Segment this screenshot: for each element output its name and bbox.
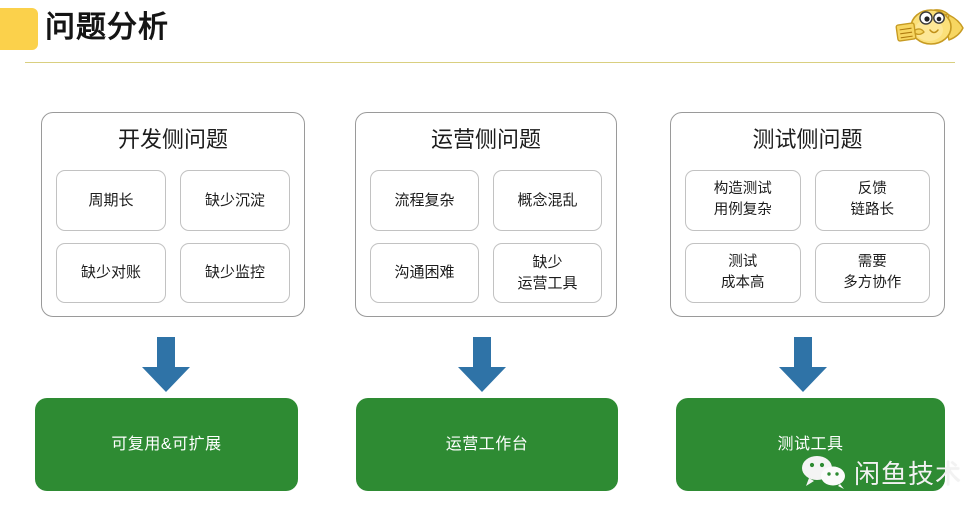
panel-title: 运营侧问题	[430, 127, 541, 152]
problem-chip[interactable]: 反馈 链路长	[814, 170, 930, 231]
title-divider	[25, 62, 955, 63]
solution-label: 可复用&可扩展	[111, 435, 222, 453]
slide-header: 问题分析	[0, 0, 977, 70]
problem-chip[interactable]: 缺少 运营工具	[493, 242, 602, 303]
panel-chip-grid: 周期长 缺少沉淀 缺少对账 缺少监控	[56, 170, 290, 303]
problem-chip[interactable]: 概念混乱	[493, 170, 602, 231]
title-accent-square	[0, 8, 38, 50]
problem-chip[interactable]: 沟通困难	[370, 242, 479, 303]
solution-box-ops-workbench[interactable]: 运营工作台	[356, 398, 618, 491]
problem-chip[interactable]: 构造测试 用例复杂	[685, 170, 801, 231]
panel-chip-grid: 构造测试 用例复杂 反馈 链路长 测试 成本高 需要 多方协作	[685, 170, 930, 303]
solution-box-reusable[interactable]: 可复用&可扩展	[35, 398, 298, 491]
problem-chip[interactable]: 测试 成本高	[685, 242, 801, 303]
panel-title: 开发侧问题	[117, 127, 228, 152]
arrow-down-icon	[138, 337, 194, 392]
problem-chip[interactable]: 缺少监控	[180, 242, 290, 303]
problem-panel-qa: 测试侧问题 构造测试 用例复杂 反馈 链路长 测试 成本高 需要 多方协作	[670, 112, 945, 317]
problem-chip[interactable]: 缺少对账	[56, 242, 166, 303]
arrow-down-icon	[775, 337, 831, 392]
panel-chip-grid: 流程复杂 概念混乱 沟通困难 缺少 运营工具	[370, 170, 602, 303]
solution-box-test-tools[interactable]: 测试工具	[676, 398, 945, 491]
page-title: 问题分析	[45, 11, 169, 44]
problem-chip[interactable]: 周期长	[56, 170, 166, 231]
xianyu-fish-logo-icon	[889, 2, 969, 50]
problem-chip[interactable]: 需要 多方协作	[814, 242, 930, 303]
solution-label: 运营工作台	[445, 435, 529, 453]
panel-title: 测试侧问题	[752, 127, 863, 152]
solution-label: 测试工具	[777, 435, 844, 453]
problem-chip[interactable]: 流程复杂	[370, 170, 479, 231]
problem-panel-dev: 开发侧问题 周期长 缺少沉淀 缺少对账 缺少监控	[41, 112, 305, 317]
arrow-down-icon	[454, 337, 510, 392]
problem-chip[interactable]: 缺少沉淀	[180, 170, 290, 231]
problem-panel-ops: 运营侧问题 流程复杂 概念混乱 沟通困难 缺少 运营工具	[355, 112, 617, 317]
